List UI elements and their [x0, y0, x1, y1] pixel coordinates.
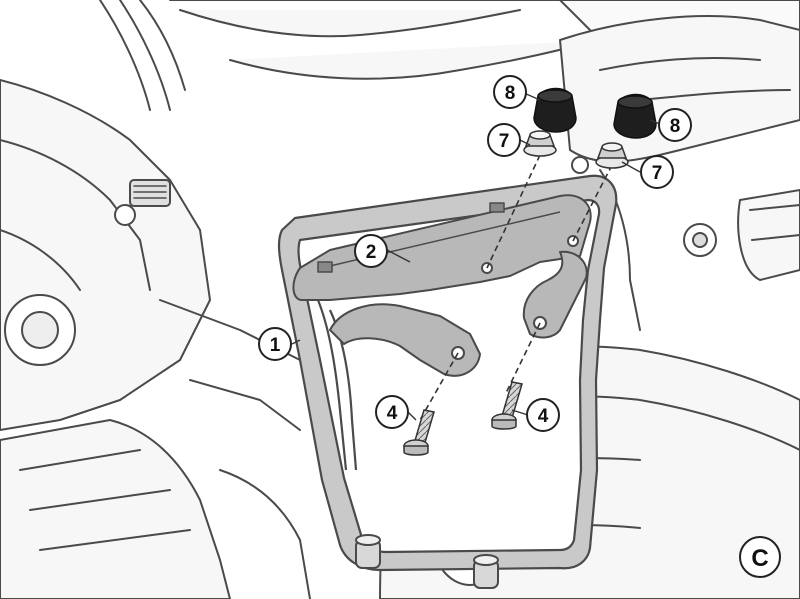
callout-circle	[258, 327, 292, 361]
callout-c8b: 8	[658, 108, 692, 142]
callout-c4b: 4	[526, 398, 560, 432]
callout-c2: 2	[354, 234, 388, 268]
panel-label-badge: C	[739, 536, 781, 578]
callout-circle	[354, 234, 388, 268]
callout-number: 8	[670, 116, 681, 137]
callout-circle	[640, 155, 674, 189]
callout-number: 4	[387, 403, 398, 424]
callout-circle	[658, 108, 692, 142]
callout-c1: 1	[258, 327, 292, 361]
callout-circle	[487, 123, 521, 157]
callout-number: 2	[366, 242, 377, 263]
callout-number: 4	[538, 406, 549, 427]
callout-leaders	[291, 92, 661, 421]
bolt	[403, 381, 523, 456]
callout-number: 1	[270, 335, 281, 356]
assembly-axis-lines	[419, 154, 613, 421]
frame-spacer	[355, 534, 499, 589]
callout-number: 7	[499, 131, 510, 152]
upper-bracket	[292, 194, 592, 377]
callout-circle	[493, 75, 527, 109]
callout-circle	[526, 398, 560, 432]
callout-number: 7	[652, 163, 663, 184]
callout-circle	[375, 395, 409, 429]
callout-c7b: 7	[640, 155, 674, 189]
callout-c4a: 4	[375, 395, 409, 429]
callout-c7a: 7	[487, 123, 521, 157]
nut-washer	[523, 130, 629, 169]
callout-number: 8	[505, 83, 516, 104]
callout-group: 8 8 7 7 2 1 4 4	[258, 75, 692, 432]
callout-c8a: 8	[493, 75, 527, 109]
rubber-cap	[533, 87, 657, 139]
panel-label: C	[751, 545, 768, 572]
